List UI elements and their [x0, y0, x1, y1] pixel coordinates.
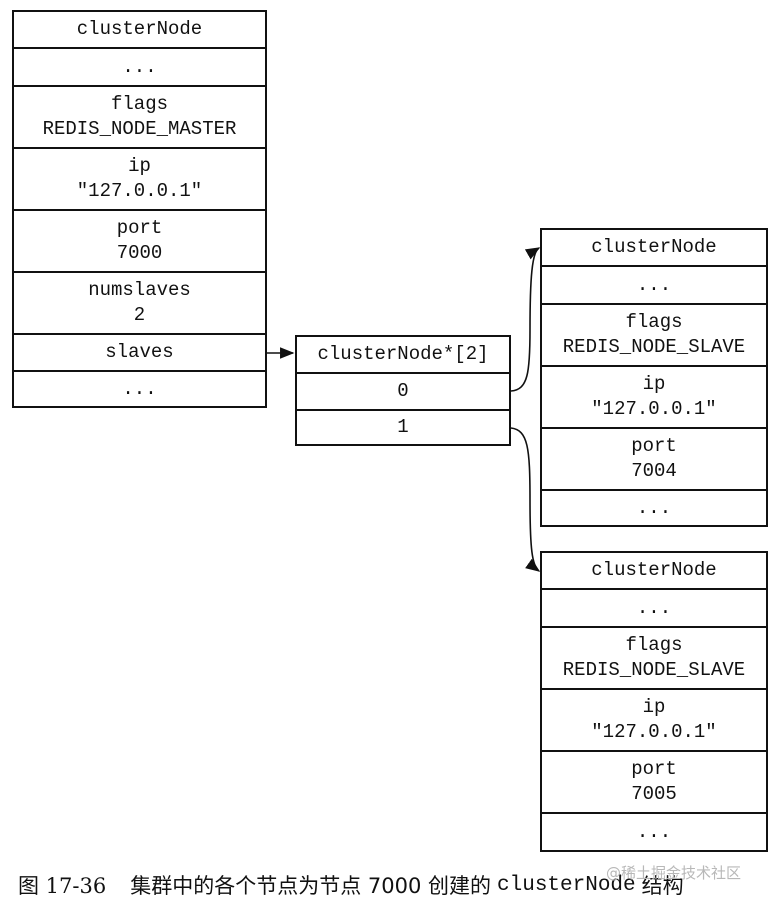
slave-7005-ip-label: ip — [642, 696, 666, 719]
slave-7005-ellipsis-bottom-cell: ... — [542, 814, 766, 850]
master-slaves-cell: slaves — [14, 335, 265, 372]
slave-7004-title-cell: clusterNode — [542, 230, 766, 267]
caption-text-before-code: 集群中的各个节点为节点 7000 创建的 — [130, 874, 492, 898]
slave-7004-ip-cell: ip "127.0.0.1" — [542, 367, 766, 429]
master-ellipsis-top-cell: ... — [14, 49, 265, 87]
slave-7004-cluster-node: clusterNode ... flags REDIS_NODE_SLAVE i… — [540, 228, 768, 527]
master-port-cell: port 7000 — [14, 211, 265, 273]
slave-7004-flags-cell: flags REDIS_NODE_SLAVE — [542, 305, 766, 367]
master-ellipsis-bottom-cell: ... — [14, 372, 265, 406]
slave-7005-title: clusterNode — [591, 559, 717, 582]
slave-7004-ellipsis-top-cell: ... — [542, 267, 766, 305]
slave-7005-title-cell: clusterNode — [542, 553, 766, 590]
slave-7005-ellipsis-bottom: ... — [636, 820, 672, 843]
watermark: @稀土掘金技术社区 — [606, 864, 742, 882]
slave-7005-port-label: port — [631, 758, 677, 781]
slave-7004-flags-value: REDIS_NODE_SLAVE — [562, 336, 746, 358]
master-title-cell: clusterNode — [14, 12, 265, 49]
slave-7004-ellipsis-top: ... — [636, 273, 672, 296]
slave-7005-ellipsis-top-cell: ... — [542, 590, 766, 628]
slave-7005-port-value: 7005 — [631, 783, 677, 805]
slave-7004-port-label: port — [631, 435, 677, 458]
slave-7005-ip-cell: ip "127.0.0.1" — [542, 690, 766, 752]
caption-text-after-code: 结构 — [641, 874, 684, 898]
figure-caption: 图 17-36 集群中的各个节点为节点 7000 创建的 clusterNode… — [18, 868, 768, 902]
slave-7005-cluster-node: clusterNode ... flags REDIS_NODE_SLAVE i… — [540, 551, 768, 852]
master-ip-cell: ip "127.0.0.1" — [14, 149, 265, 211]
slaves-array-index-1-cell: 1 — [297, 411, 509, 444]
caption-code: clusterNode — [497, 873, 636, 897]
master-cluster-node: clusterNode ... flags REDIS_NODE_MASTER … — [12, 10, 267, 408]
master-flags-label: flags — [110, 93, 168, 116]
master-numslaves-cell: numslaves 2 — [14, 273, 265, 335]
master-ellipsis-bottom: ... — [122, 377, 157, 400]
master-slaves-label: slaves — [105, 341, 174, 364]
figure-label: 图 17-36 — [18, 874, 107, 898]
master-port-label: port — [116, 217, 163, 240]
slave-7005-ellipsis-top: ... — [636, 596, 672, 619]
slaves-array: clusterNode*[2] 0 1 — [295, 335, 511, 446]
master-ip-value: "127.0.0.1" — [76, 180, 203, 202]
master-port-value: 7000 — [116, 242, 163, 264]
master-ip-label: ip — [128, 155, 151, 178]
master-numslaves-label: numslaves — [88, 279, 191, 302]
slave-7004-title: clusterNode — [591, 236, 717, 259]
slave-7004-ip-value: "127.0.0.1" — [591, 398, 717, 420]
slaves-array-title-cell: clusterNode*[2] — [297, 337, 509, 374]
master-numslaves-value: 2 — [133, 304, 146, 326]
master-flags-cell: flags REDIS_NODE_MASTER — [14, 87, 265, 149]
slave-7005-flags-cell: flags REDIS_NODE_SLAVE — [542, 628, 766, 690]
index-1-to-slave-7005-arrow — [510, 427, 541, 572]
index-0-to-slave-7004-arrow — [510, 247, 541, 392]
master-ellipsis-top: ... — [122, 55, 157, 78]
slave-7004-ellipsis-bottom-cell: ... — [542, 491, 766, 525]
slave-7005-flags-label: flags — [625, 634, 683, 657]
slave-7005-flags-value: REDIS_NODE_SLAVE — [562, 659, 746, 681]
slave-7004-ellipsis-bottom: ... — [636, 496, 672, 519]
slaves-array-index-1: 1 — [397, 416, 409, 439]
slaves-array-index-0: 0 — [397, 380, 409, 403]
slaves-array-index-0-cell: 0 — [297, 374, 509, 411]
slave-7004-flags-label: flags — [625, 311, 683, 334]
slave-7004-port-value: 7004 — [631, 460, 677, 482]
slave-7004-port-cell: port 7004 — [542, 429, 766, 491]
master-flags-value: REDIS_NODE_MASTER — [42, 118, 237, 140]
slave-7005-port-cell: port 7005 — [542, 752, 766, 814]
slave-7004-ip-label: ip — [642, 373, 666, 396]
slave-7005-ip-value: "127.0.0.1" — [591, 721, 717, 743]
slaves-array-title: clusterNode*[2] — [317, 343, 489, 366]
master-title: clusterNode — [76, 18, 203, 41]
